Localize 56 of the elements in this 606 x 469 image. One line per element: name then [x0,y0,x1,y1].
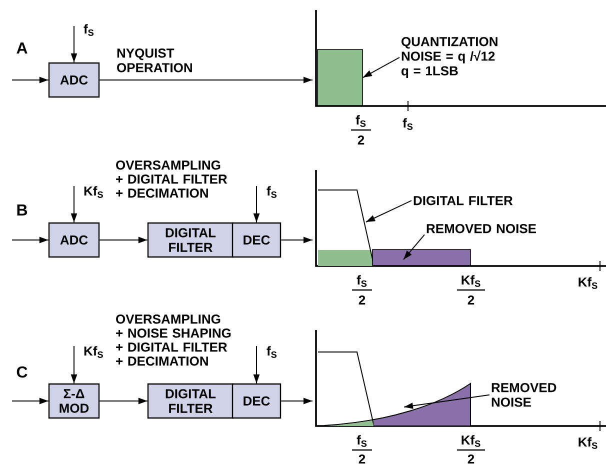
panel-letter: B [17,204,28,216]
process-box: ADC [48,62,100,98]
process-box: DIGITAL FILTER [147,222,234,258]
spectrum-plot-drawing [315,170,606,272]
arrow [12,398,49,404]
leader-line [403,234,425,260]
arrow [99,236,148,244]
tick-label: Kf$_{S}$ [578,437,598,449]
panel-letter: C [16,366,28,378]
arrow [12,236,49,244]
arrow [280,236,313,244]
edge-label: Kf$_{S}$ [82,345,105,359]
arrow [253,186,260,223]
process-box: DIGITAL FILTER [147,383,234,419]
noise-block [372,249,471,266]
tick-label: Kf$_{S}$ [578,277,598,289]
edge-label: f$_{S}$ [82,23,96,37]
process-box: DEC [232,222,282,258]
noise-area [324,383,471,426]
noise-block [317,49,363,106]
edge-label: f$_{S}$ [266,345,278,359]
callout-text: REMOVED NOISE [426,224,536,234]
process-note: OVERSAMPLING + DIGITAL FILTER + DECIMATION [116,160,228,198]
arrow [70,26,78,63]
tick-label: f$_{S}$ [402,118,413,130]
arrow [70,346,78,384]
leader-line [366,200,412,222]
tick-label: 2 [358,135,364,145]
tick-label: 2 [358,454,366,464]
arrow [253,346,260,384]
arrow [12,76,49,84]
process-box: DEC [232,383,282,419]
leader-line [362,57,400,78]
tick-label: 2 [468,454,474,464]
callout-text: QUANTIZATION NOISE = q /√12 q = 1LSB [402,37,498,78]
arrow [99,76,313,84]
tick-label: f$_{S}$ [356,275,367,287]
arrow [280,398,313,404]
tick-label: 2 [468,295,474,305]
tick-label: Kf$_{S}$ [462,275,480,287]
edge-label: f$_{S}$ [266,185,278,199]
tick-label: 2 [358,295,366,305]
leader-line [404,394,490,409]
edge-label: NYQUIST OPERATION [116,48,201,74]
arrow [99,398,148,404]
process-note: OVERSAMPLING + NOISE SHAPING + DIGITAL FILTER + DECIMATION [116,314,231,366]
process-box: Σ-Δ MOD [48,383,100,419]
process-box: ADC [48,222,100,258]
callout-text: DIGITAL FILTER [414,196,513,206]
edge-label: Kf$_{S}$ [82,185,105,199]
panel-letter: A [16,42,28,54]
arrow [70,186,78,223]
spectrum-plot-drawing [315,10,606,107]
tick-label: f$_{S}$ [356,115,366,127]
callout-text: REMOVED NOISE [492,383,556,407]
tick-label: Kf$_{S}$ [462,435,480,447]
